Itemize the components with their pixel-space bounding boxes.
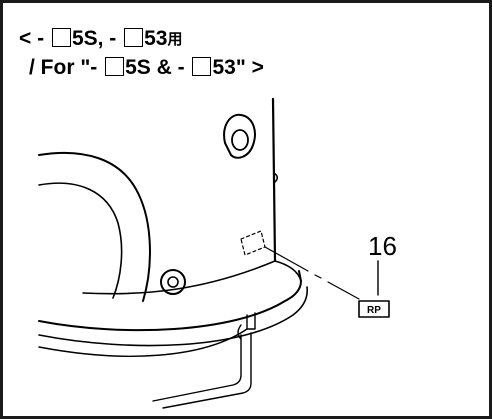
blank-box-symbol [51, 28, 71, 47]
machine-drawing: RP [38, 97, 390, 409]
leader-line [264, 246, 309, 272]
base-lower-edge [38, 286, 309, 347]
heading-model-b: 53 [144, 27, 168, 50]
heading-model-b: 53" > [212, 56, 264, 79]
rp-label-tag [358, 300, 390, 318]
heading-lead: / For "- [29, 56, 104, 79]
knob-outer [160, 269, 186, 295]
knob-inner [167, 276, 179, 288]
heading-model-a: 5S & - [125, 56, 191, 79]
edge-bolt [273, 172, 279, 183]
screw-boss-hole [231, 129, 249, 151]
screw-boss-outer [223, 113, 256, 159]
blank-box-symbol [124, 28, 144, 47]
callout-number: 16 [368, 231, 397, 261]
housing-inner-curve [38, 182, 123, 299]
housing-outer-curve [38, 151, 151, 302]
heading-suffix: 用 [167, 31, 183, 48]
leader-line-end [327, 281, 360, 300]
body-right-edge [271, 97, 277, 263]
skirt-tab [246, 312, 256, 330]
heading-line-japanese: < - 5S, - 53用 [19, 25, 264, 54]
heading-model-a: 5S, - [71, 27, 123, 50]
bracket-hook [237, 324, 242, 340]
skirt-line [38, 328, 248, 357]
rp-label-text: RP [367, 305, 381, 316]
label-position-outline [240, 230, 266, 256]
diagram-heading: < - 5S, - 53用 / For "- 5S & - 53" > [19, 25, 264, 82]
blank-box-symbol [192, 57, 212, 76]
heading-line-english: / For "- 5S & - 53" > [19, 54, 264, 82]
bracket-leg-inner [152, 334, 242, 402]
heading-lead: < - [19, 27, 50, 50]
bracket-leg [162, 332, 252, 409]
leader-line-dash [314, 274, 322, 279]
base-top-line [82, 260, 276, 295]
blank-box-symbol [105, 57, 125, 76]
base-corner [274, 260, 302, 282]
base-front-edge [38, 270, 302, 332]
